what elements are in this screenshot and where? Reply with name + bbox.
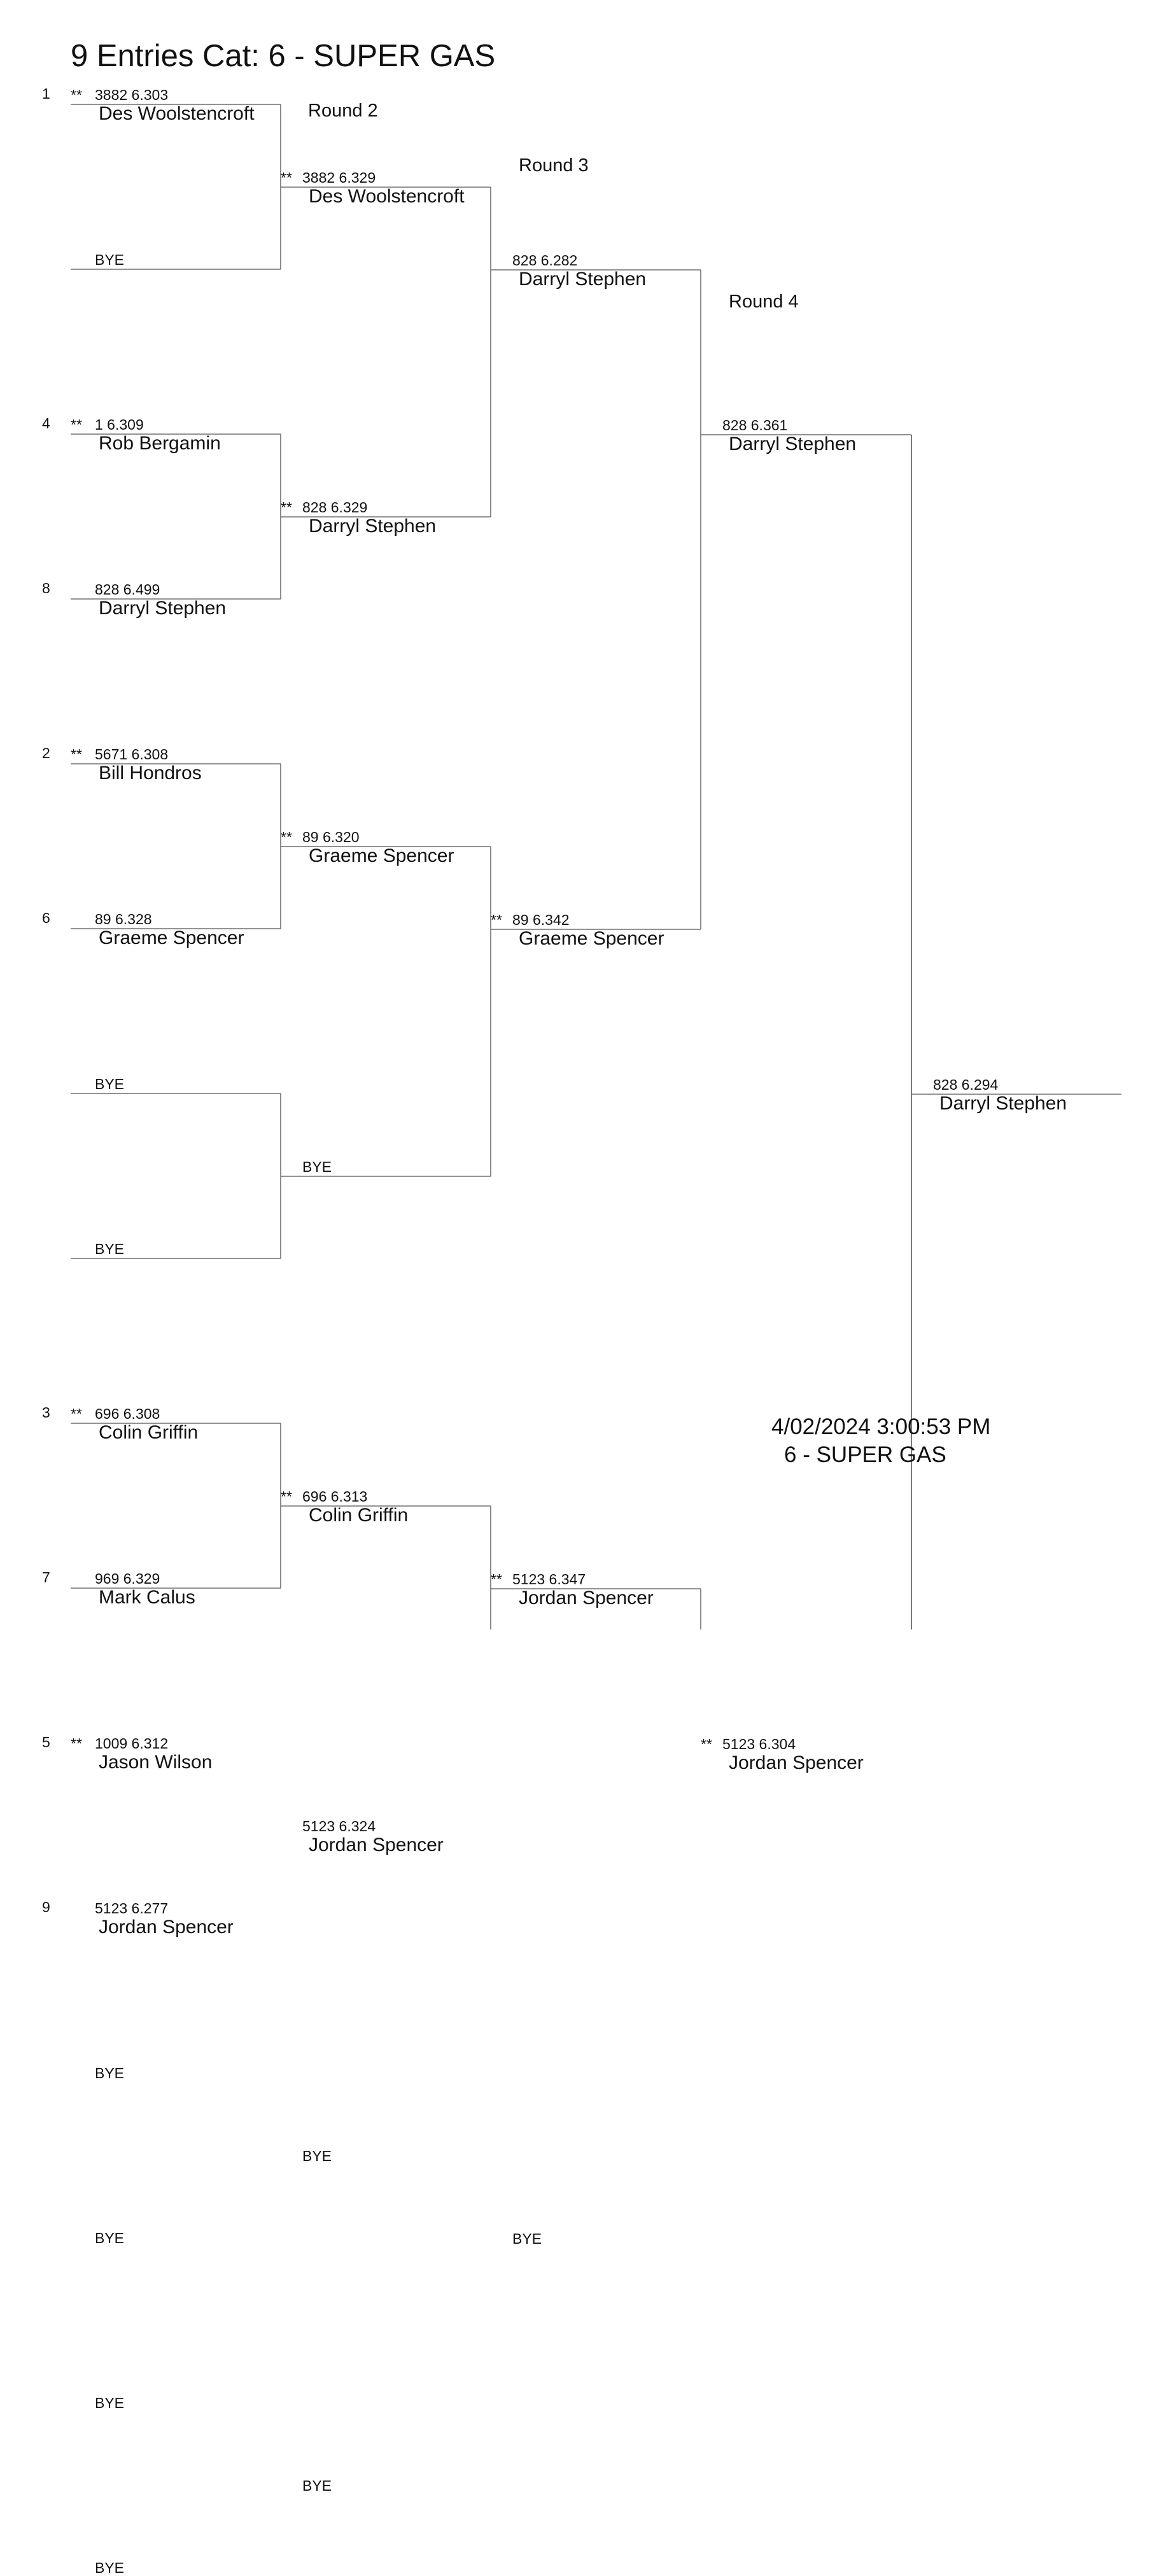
time-stat: 5123 6.324 — [281, 1819, 376, 1834]
time-stat: **1009 6.312 — [71, 1735, 169, 1752]
entry-numbers: BYE — [95, 2065, 125, 2081]
racer-name: Darryl Stephen — [99, 598, 227, 619]
time-stat: 828 6.499 — [71, 582, 160, 597]
time-stat: BYE — [71, 2561, 124, 2575]
time-stat: BYE — [71, 2396, 124, 2411]
racer-name: Graeme Spencer — [519, 928, 664, 949]
seed-number: 4 — [42, 415, 50, 432]
entry-numbers: BYE — [302, 2148, 332, 2164]
entry-numbers: BYE — [95, 251, 125, 268]
entry-numbers: BYE — [302, 2477, 332, 2494]
time-stat: BYE — [71, 1077, 124, 1092]
entry-numbers: 696 6.313 — [302, 1488, 368, 1505]
entry-numbers: BYE — [95, 2230, 125, 2246]
entry-numbers: 89 6.342 — [512, 911, 570, 928]
round-3-label: Round 3 — [519, 155, 589, 176]
seed-number: 1 — [42, 85, 50, 102]
seed-number: 8 — [42, 580, 50, 596]
footer-timestamp: 4/02/2024 3:00:53 PM — [771, 1414, 991, 1439]
seed-number: 3 — [42, 1404, 50, 1421]
seed-number: 9 — [42, 1899, 50, 1915]
time-stat: **828 6.329 — [281, 499, 368, 516]
entry-numbers: 828 6.329 — [302, 499, 368, 516]
entry-numbers: 1009 6.312 — [95, 1735, 169, 1752]
entry-numbers: 828 6.499 — [95, 581, 160, 598]
time-stat: 89 6.328 — [71, 912, 152, 927]
entry-numbers: 828 6.294 — [933, 1076, 999, 1093]
entry-numbers: 5123 6.277 — [95, 1900, 169, 1917]
time-stat: **5123 6.304 — [701, 1736, 796, 1752]
racer-name: Graeme Spencer — [99, 927, 244, 948]
entry-numbers: 5123 6.347 — [512, 1571, 586, 1587]
entry-numbers: BYE — [95, 1076, 125, 1092]
entry-numbers: 89 6.328 — [95, 911, 152, 927]
racer-name: Des Woolstencroft — [309, 186, 465, 207]
racer-name: Bill Hondros — [99, 763, 202, 784]
racer-name: Jordan Spencer — [729, 1752, 864, 1773]
page-title: 9 Entries Cat: 6 - SUPER GAS — [71, 39, 496, 73]
racer-name: Jason Wilson — [99, 1752, 213, 1773]
entry-numbers: BYE — [302, 1158, 332, 1175]
time-stat: **89 6.342 — [491, 911, 570, 928]
entry-numbers: 5123 6.304 — [722, 1736, 796, 1752]
time-stat: **696 6.313 — [281, 1488, 368, 1505]
entry-numbers: BYE — [512, 2230, 542, 2247]
round-2-label: Round 2 — [308, 101, 378, 121]
racer-name: Jordan Spencer — [309, 1834, 444, 1855]
racer-name: Darryl Stephen — [729, 433, 857, 454]
time-stat: **3882 6.303 — [71, 87, 169, 103]
entry-numbers: 969 6.329 — [95, 1570, 160, 1587]
entry-numbers: 89 6.320 — [302, 829, 360, 845]
seed-number: 7 — [42, 1569, 50, 1586]
time-stat: **3882 6.329 — [281, 169, 376, 186]
entry-numbers: 5671 6.308 — [95, 746, 169, 763]
racer-name: Des Woolstencroft — [99, 103, 255, 124]
time-stat: BYE — [71, 253, 124, 267]
time-stat: BYE — [281, 2149, 332, 2164]
footer-category: 6 - SUPER GAS — [784, 1442, 946, 1467]
racer-name: Darryl Stephen — [939, 1093, 1067, 1114]
entry-numbers: 3882 6.329 — [302, 169, 376, 186]
time-stat: 969 6.329 — [71, 1572, 160, 1586]
racer-name: Mark Calus — [99, 1587, 195, 1608]
seed-number: 2 — [42, 745, 50, 761]
time-stat: BYE — [71, 2066, 124, 2081]
time-stat: BYE — [491, 2232, 542, 2246]
entry-numbers: BYE — [95, 2559, 125, 2576]
time-stat: BYE — [71, 1242, 124, 1256]
bracket-lines — [71, 104, 1121, 1629]
round-4-label: Round 4 — [729, 292, 799, 312]
entry-numbers: BYE — [95, 1241, 125, 1257]
seed-number: 5 — [42, 1734, 50, 1750]
time-stat: **696 6.308 — [71, 1405, 160, 1422]
entry-numbers: 5123 6.324 — [302, 1818, 376, 1834]
racer-name: Darryl Stephen — [309, 516, 437, 537]
racer-name: Rob Bergamin — [99, 433, 221, 454]
time-stat: **5671 6.308 — [71, 746, 169, 763]
time-stat: 828 6.294 — [911, 1078, 998, 1092]
entry-numbers: 696 6.308 — [95, 1405, 160, 1422]
time-stat: 828 6.282 — [491, 253, 577, 268]
entry-numbers: BYE — [95, 2395, 125, 2411]
seed-number: 6 — [42, 910, 50, 926]
time-stat: **89 6.320 — [281, 829, 360, 845]
racer-name: Colin Griffin — [99, 1422, 199, 1443]
time-stat: BYE — [71, 2231, 124, 2246]
racer-name: Graeme Spencer — [309, 845, 454, 866]
entry-numbers: 3882 6.303 — [95, 87, 169, 103]
time-stat: BYE — [281, 2479, 332, 2493]
racer-name: Jordan Spencer — [99, 1917, 234, 1938]
racer-name: Darryl Stephen — [519, 269, 647, 290]
entry-numbers: 828 6.282 — [512, 252, 578, 269]
time-stat: **1 6.309 — [71, 416, 144, 433]
racer-name: Colin Griffin — [309, 1505, 409, 1526]
time-stat: BYE — [281, 1160, 332, 1174]
time-stat: **5123 6.347 — [491, 1571, 586, 1587]
entry-numbers: 1 6.309 — [95, 416, 144, 433]
time-stat: 828 6.361 — [701, 418, 787, 433]
entry-numbers: 828 6.361 — [722, 417, 788, 433]
racer-name: Jordan Spencer — [519, 1587, 654, 1608]
time-stat: 5123 6.277 — [71, 1901, 168, 1916]
